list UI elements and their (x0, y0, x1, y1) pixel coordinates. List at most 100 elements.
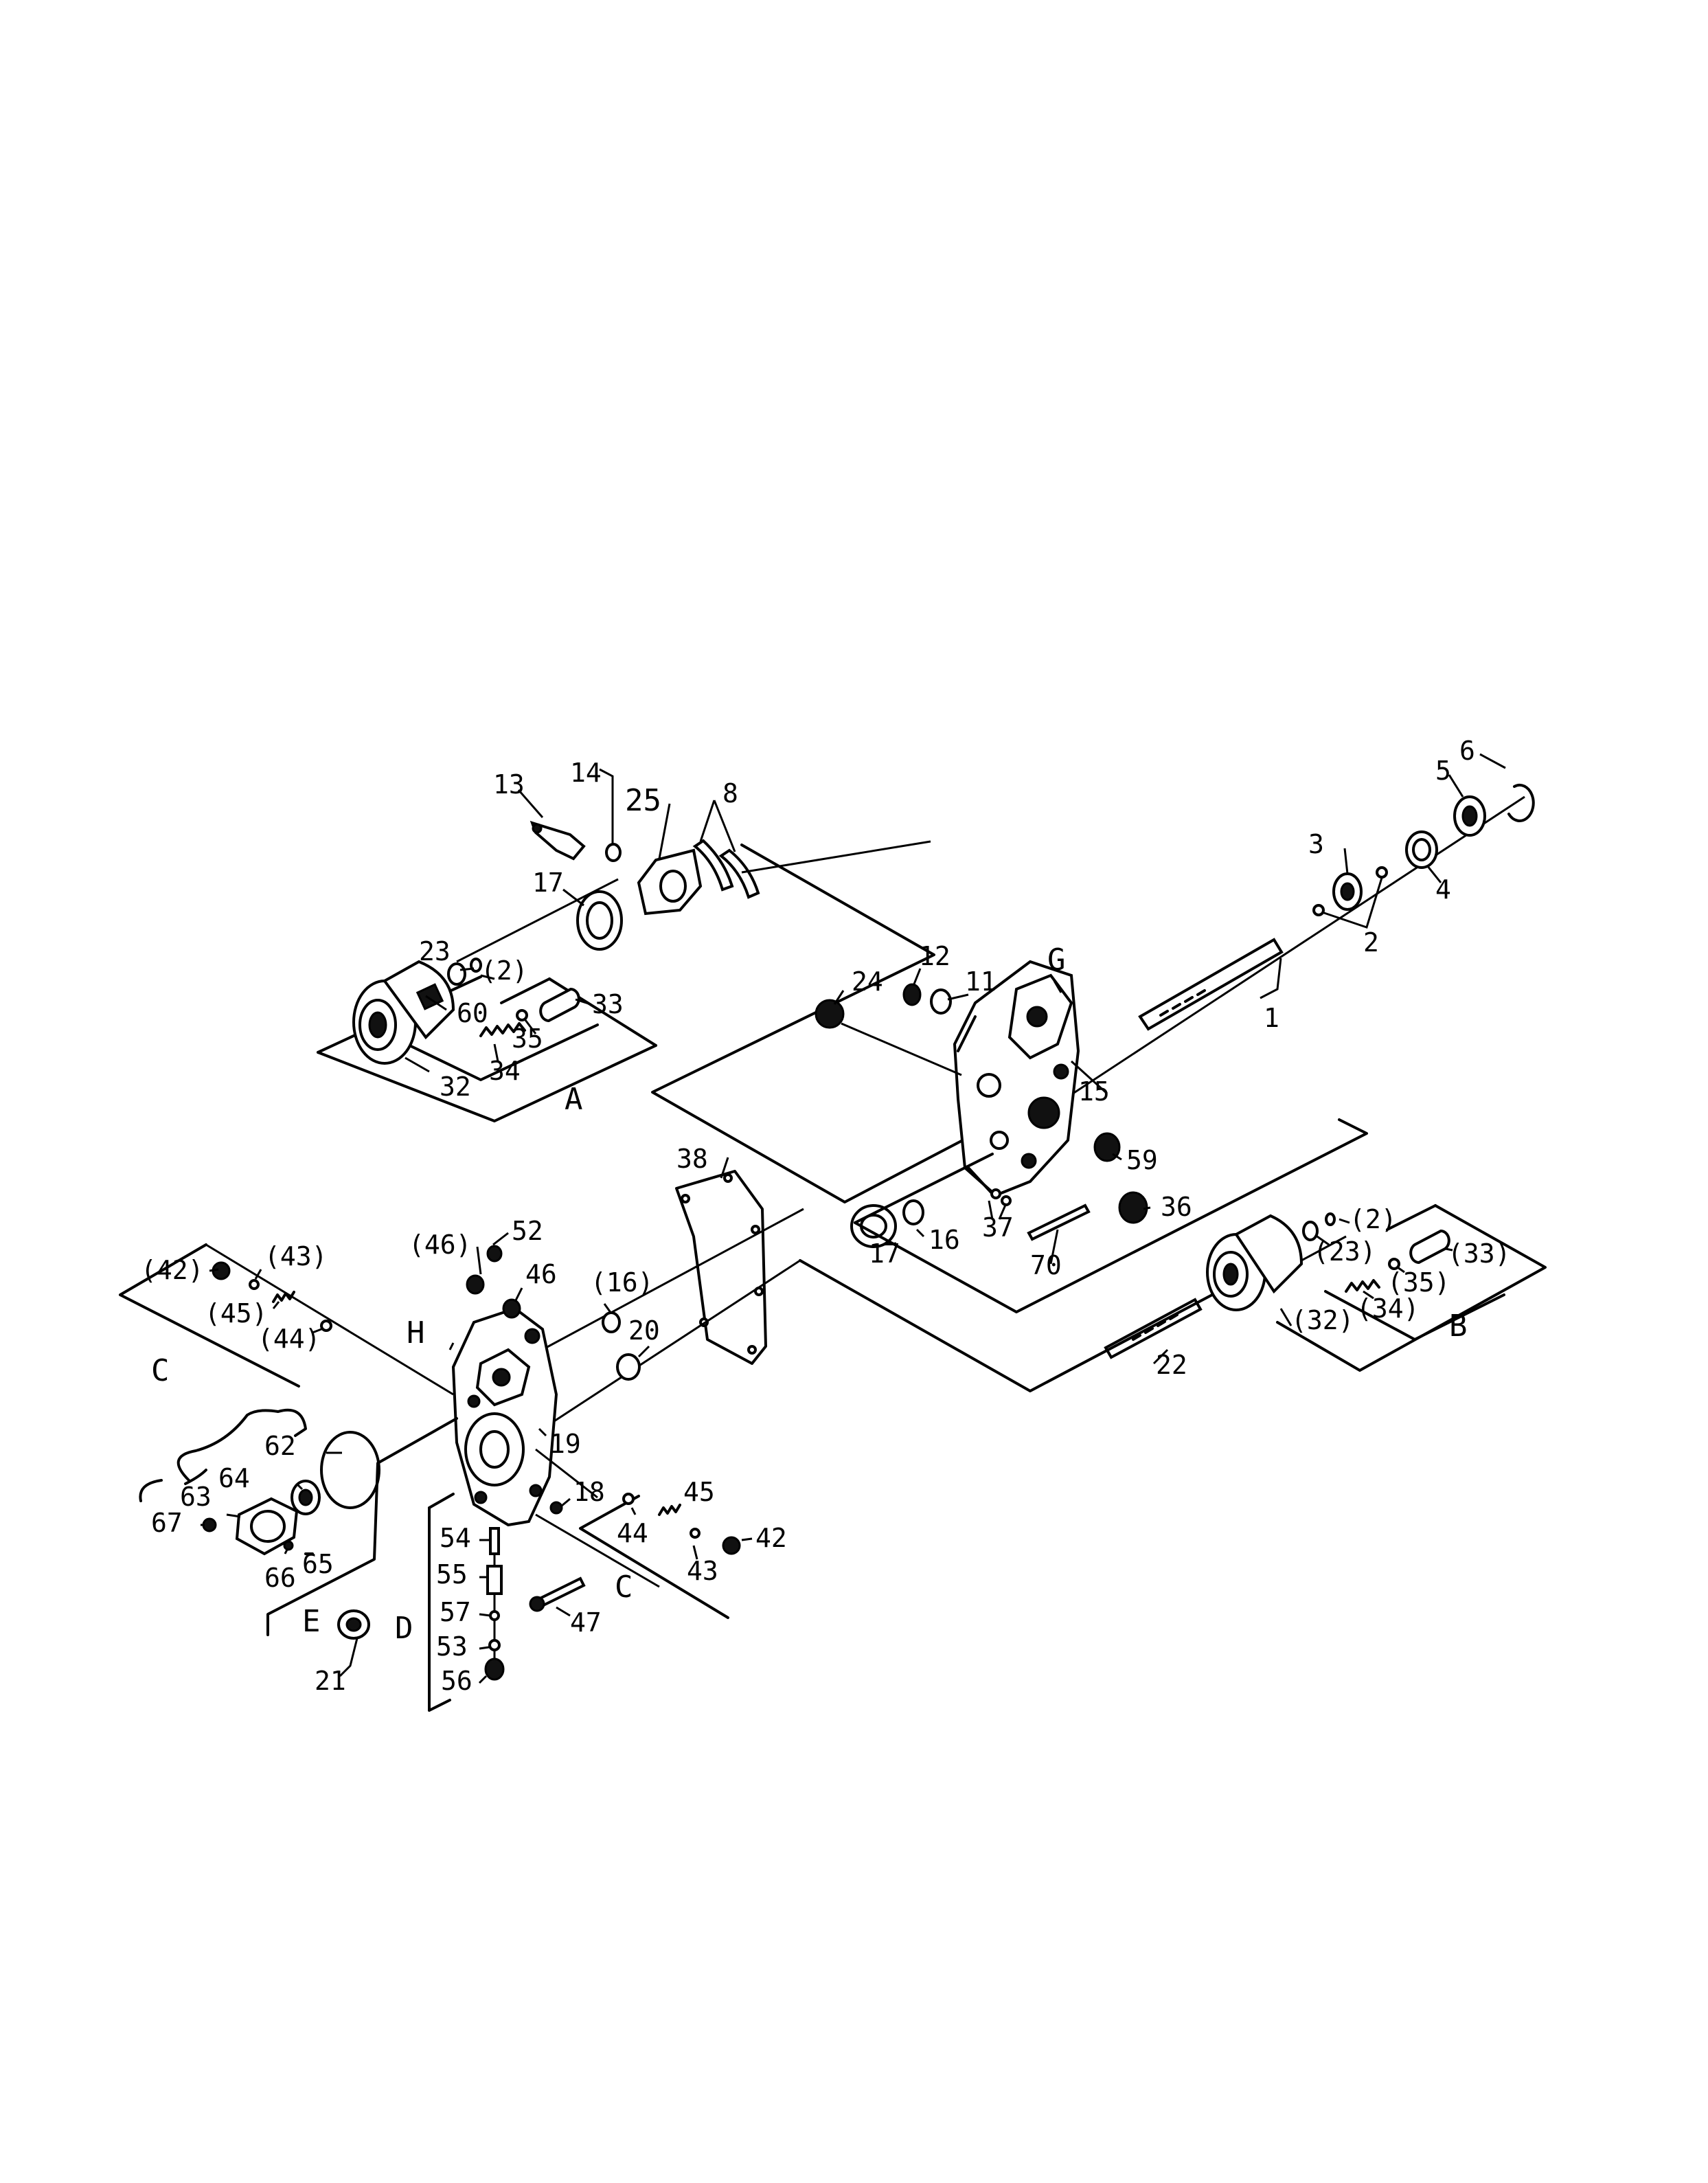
part-17-bearing-upper (576, 890, 623, 951)
guide-line-1 (535, 1208, 804, 1355)
part-14-washer (605, 843, 622, 862)
part-55-valve (486, 1565, 503, 1595)
label-23b: (23) (1313, 1236, 1376, 1267)
part-70-pin (1027, 1203, 1091, 1241)
part-13-lever (530, 820, 586, 861)
label-2: 2 (1363, 927, 1379, 958)
part-52-plug (486, 1245, 503, 1263)
part-44-ball (622, 1493, 635, 1505)
label-62: 62 (264, 1431, 296, 1461)
housing-h: (46) 52 46 (16) 20 H 19 18 (407, 1216, 660, 1527)
label-16b: (16) (591, 1267, 654, 1298)
part-46b-plug (466, 1274, 485, 1295)
label-6: 6 (1459, 736, 1475, 766)
part-11-bushing (930, 988, 952, 1015)
label-47: 47 (570, 1607, 602, 1638)
group-e-assembly: 62 64 63 67 66 65 E 21 (139, 1408, 458, 1696)
part-8-pad-b (718, 848, 760, 899)
label-13: 13 (493, 769, 525, 800)
label-42: 42 (755, 1523, 787, 1553)
label-4: 4 (1435, 874, 1451, 905)
label-54: 54 (440, 1523, 471, 1553)
part-6-snap-ring (1507, 784, 1535, 822)
label-45b: (45) (205, 1298, 268, 1328)
part-42-bolt (722, 1536, 741, 1555)
label-33: 33 (592, 989, 624, 1019)
label-66: 66 (264, 1563, 296, 1593)
label-35: 35 (512, 1023, 543, 1054)
label-55: 55 (436, 1559, 468, 1590)
label-group-a: A (565, 1082, 583, 1117)
label-42b: (42) (141, 1255, 204, 1285)
part-67-bolt (202, 1517, 217, 1532)
label-38: 38 (676, 1144, 708, 1174)
label-8: 8 (722, 778, 738, 808)
part-54-pin (489, 1527, 500, 1555)
label-32b: (32) (1291, 1305, 1354, 1335)
label-34: 34 (489, 1056, 521, 1086)
part-16-bushing (902, 1199, 924, 1225)
part-16b-bushing (602, 1311, 621, 1333)
label-14: 14 (570, 758, 602, 788)
label-60: 60 (457, 998, 488, 1028)
label-37: 37 (982, 1212, 1014, 1243)
guide-bracket (799, 1259, 1214, 1392)
label-59: 59 (1126, 1145, 1158, 1175)
part-56-plug (484, 1658, 505, 1681)
label-3: 3 (1308, 829, 1324, 859)
label-45: 45 (683, 1477, 715, 1507)
part-36-gear (1118, 1191, 1148, 1224)
label-group-c1: C (151, 1353, 170, 1388)
label-35b: (35) (1387, 1267, 1450, 1298)
part-23-ring (447, 962, 466, 986)
label-64: 64 (218, 1463, 250, 1493)
label-65: 65 (302, 1549, 334, 1579)
part-66-washer (283, 1540, 294, 1551)
label-46b: (46) (409, 1230, 472, 1260)
part-35b-ball (1388, 1258, 1400, 1270)
label-22: 22 (1156, 1350, 1187, 1380)
label-group-d: D (395, 1611, 413, 1646)
label-44: 44 (617, 1518, 648, 1548)
label-67: 67 (151, 1508, 183, 1538)
label-56: 56 (441, 1666, 472, 1696)
label-70: 70 (1030, 1250, 1062, 1280)
label-44b: (44) (258, 1324, 321, 1354)
label-25: 25 (625, 783, 661, 818)
part-45b-spring (272, 1291, 295, 1303)
part-23b-ring (1302, 1221, 1319, 1241)
part-20-bushing (616, 1353, 641, 1381)
part-24-gear (815, 999, 845, 1029)
label-19: 19 (549, 1429, 581, 1459)
label-group-b: B (1449, 1309, 1468, 1344)
label-16: 16 (929, 1225, 960, 1255)
part-57-oring (489, 1610, 500, 1621)
part-32-roller (352, 960, 455, 1065)
label-20: 20 (628, 1315, 660, 1346)
guide-line-2 (542, 1259, 801, 1430)
part-2-oring-a (1312, 904, 1325, 916)
part-3-gear (1332, 872, 1363, 911)
housing-g: G 24 12 11 15 59 36 37 70 16 17 (815, 941, 1368, 1313)
label-63: 63 (180, 1482, 212, 1512)
part-37-dowel-a (990, 1188, 1001, 1199)
label-12: 12 (919, 941, 950, 971)
label-group-g: G (1047, 942, 1066, 977)
label-43b: (43) (264, 1241, 328, 1271)
part-62-oring (320, 1431, 380, 1509)
part-43-ball (690, 1528, 701, 1539)
label-2-upper: (2) (481, 955, 528, 986)
group-c-right: 44 45 43 42 C (535, 1448, 787, 1619)
label-17-upper: 17 (532, 868, 564, 898)
part-35-ball (516, 1009, 528, 1021)
label-52: 52 (512, 1216, 543, 1246)
label-36: 36 (1161, 1192, 1192, 1222)
label-57: 57 (440, 1597, 471, 1627)
part-8-pad-a (692, 839, 734, 892)
label-32: 32 (440, 1072, 471, 1102)
part-53-ball (488, 1639, 501, 1651)
label-21: 21 (315, 1666, 346, 1696)
part-17-bearing-lower (850, 1204, 897, 1248)
label-11: 11 (965, 966, 997, 997)
